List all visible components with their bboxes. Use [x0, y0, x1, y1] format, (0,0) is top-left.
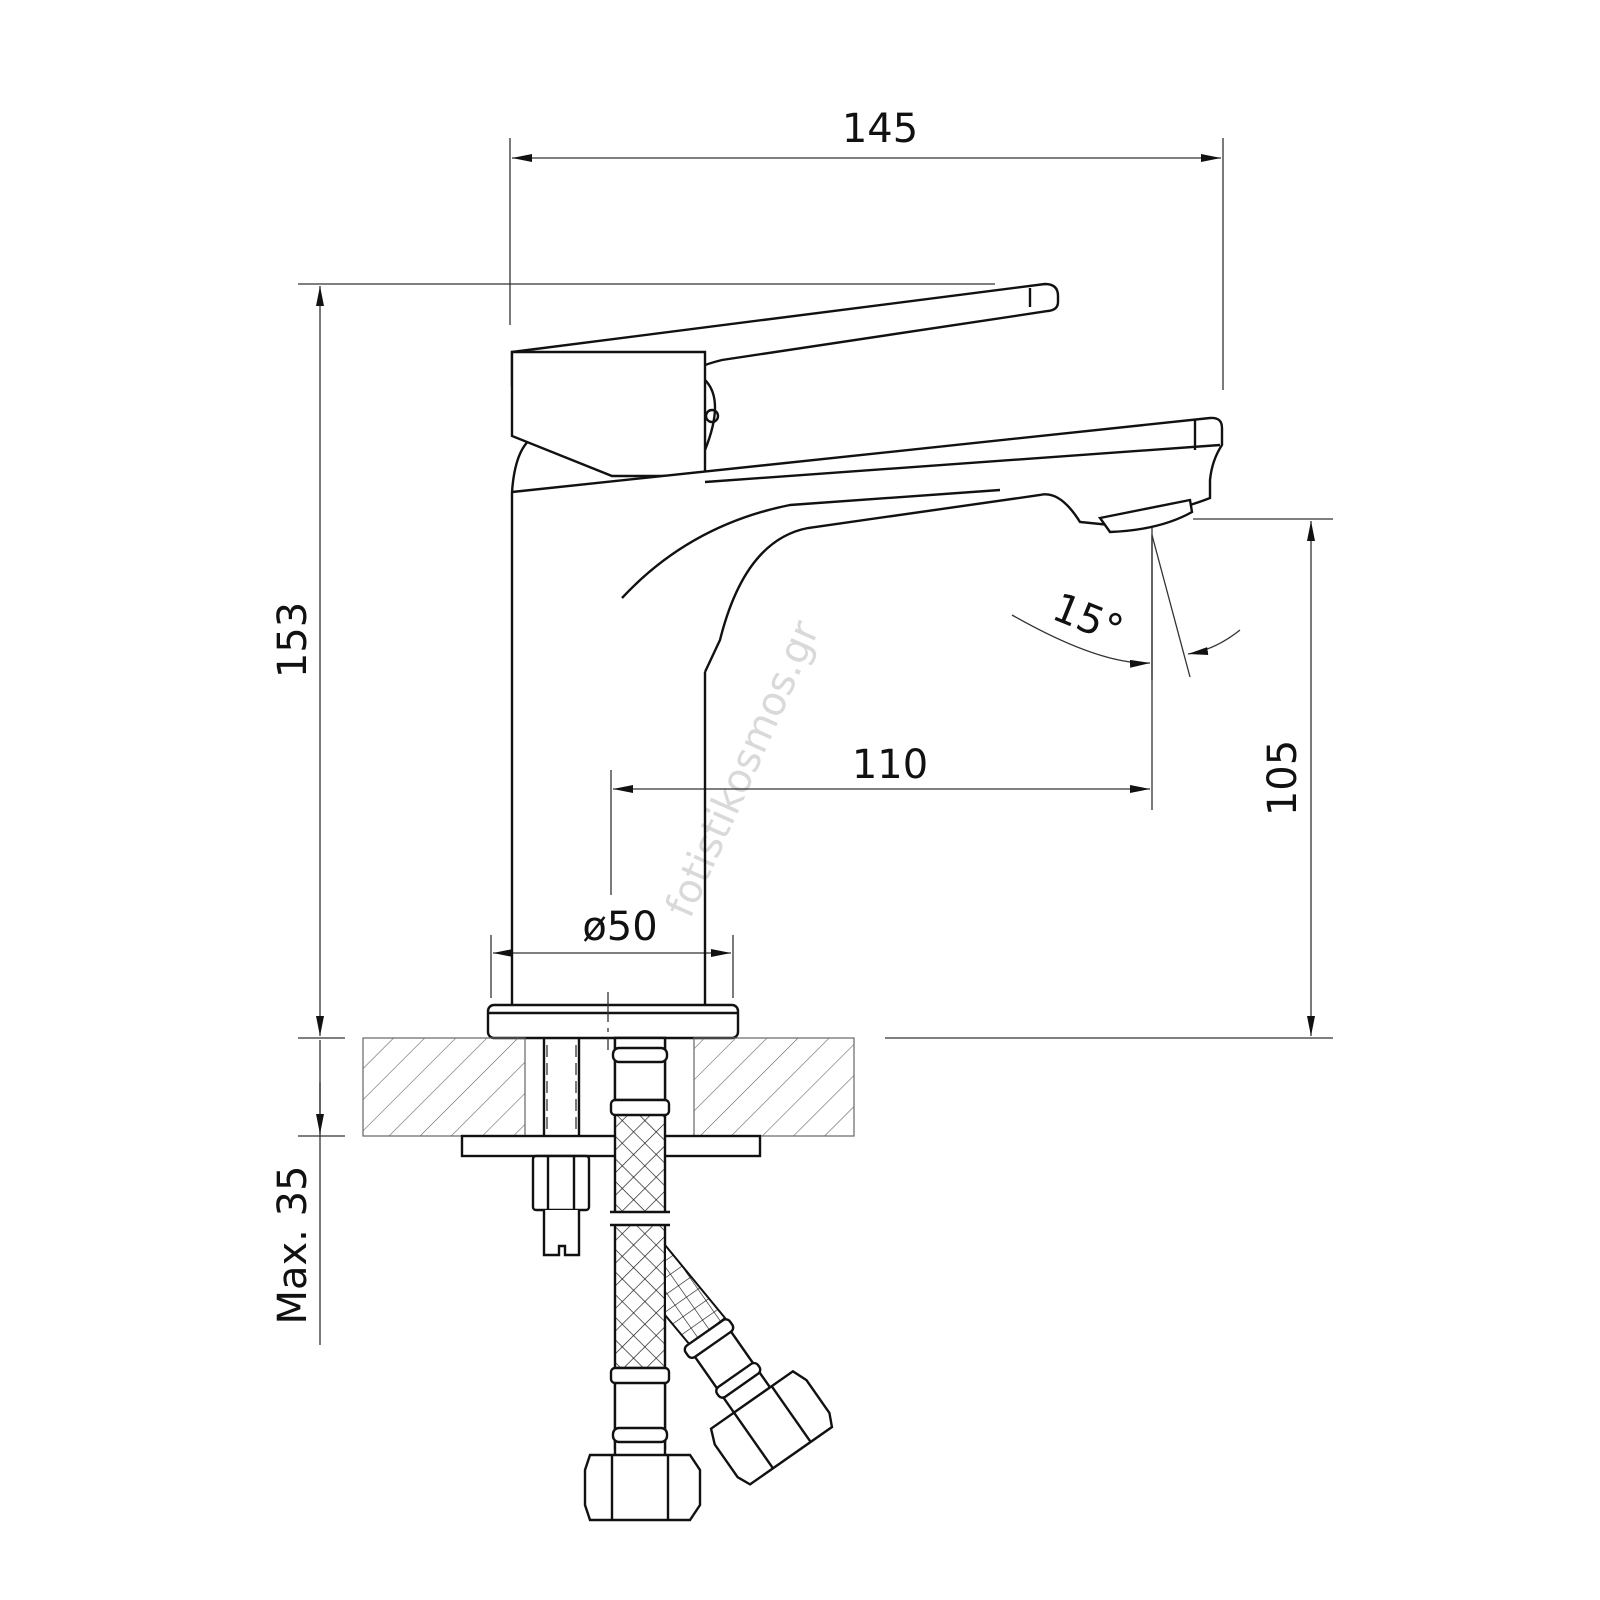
- dimension-aerator-angle: 15°: [1011, 534, 1241, 680]
- width-label: 145: [842, 106, 918, 152]
- dimension-width: 145: [509, 106, 1224, 390]
- spout-height-label: 105: [1260, 740, 1306, 816]
- spout-reach-label: 110: [852, 742, 928, 788]
- angle-label: 15°: [1046, 585, 1129, 654]
- dimension-spout-height: 105: [885, 518, 1333, 1039]
- supply-hose-angled: [664, 1242, 834, 1486]
- supply-hose-straight: [583, 1036, 702, 1522]
- base-diameter-label: ø50: [582, 904, 657, 950]
- watermark: fotistikosmos.gr: [657, 614, 829, 925]
- counter-thickness-label: Max. 35: [270, 1165, 316, 1324]
- dimension-counter-thickness: Max. 35: [270, 1037, 345, 1345]
- dimension-spout-reach: 110: [610, 525, 1153, 895]
- dimension-base-diameter: ø50: [490, 904, 734, 998]
- countertop-section: [362, 1037, 855, 1158]
- height-label: 153: [270, 602, 316, 678]
- faucet-body: [486, 282, 1224, 1050]
- mounting-stud: [531, 1038, 591, 1257]
- dimension-height: 153: [270, 283, 995, 1036]
